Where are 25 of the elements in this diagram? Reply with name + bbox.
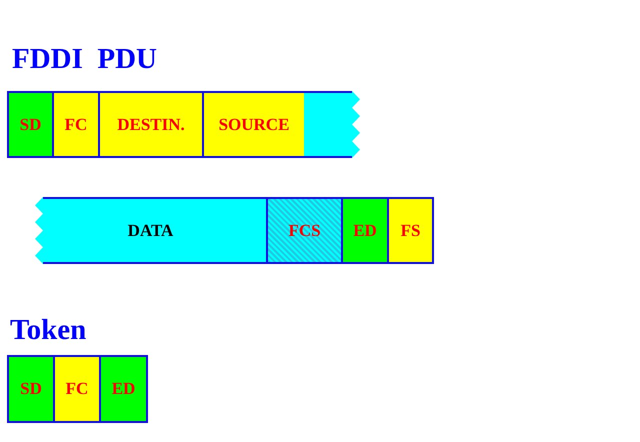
- torn-frame-edge: [304, 91, 362, 158]
- frame-field: [202, 91, 306, 158]
- field-name: FCS: [288, 220, 321, 240]
- field-name: FC: [64, 114, 88, 134]
- field-name: SD: [20, 379, 42, 399]
- frame-field: [7, 91, 54, 158]
- field-name: ED: [353, 220, 377, 240]
- field-name: DATA: [128, 220, 174, 240]
- field-name: DESTIN.: [117, 114, 185, 134]
- frame-field: [341, 197, 389, 264]
- field-name: FS: [400, 220, 420, 240]
- section-heading: FDDI PDU: [12, 45, 157, 74]
- field-name: FC: [66, 379, 88, 399]
- frame-field: [33, 197, 268, 264]
- field-name: ED: [112, 379, 136, 399]
- frame-field: [99, 355, 148, 423]
- frame-field: [98, 91, 204, 158]
- field-name: SOURCE: [218, 114, 290, 134]
- frame-field: [387, 197, 434, 264]
- frame-field: [53, 355, 101, 423]
- section-heading: Token: [10, 316, 86, 345]
- frame-field: [7, 355, 55, 423]
- field-name: SD: [20, 114, 42, 134]
- frame-field: [52, 91, 100, 158]
- frame-field: [266, 197, 343, 264]
